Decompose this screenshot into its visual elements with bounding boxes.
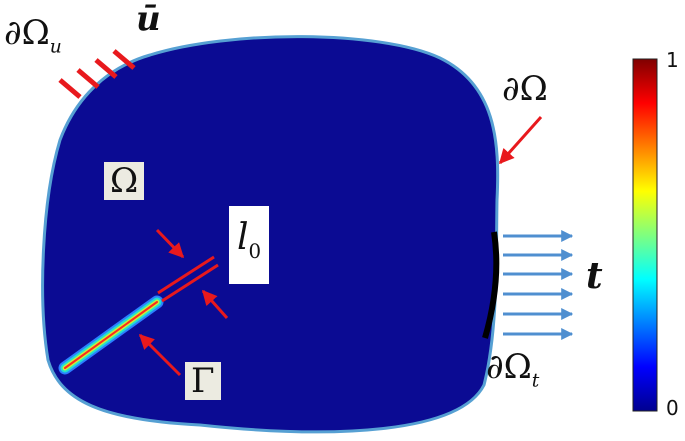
- dirichlet-boundary-label: ∂Ωu: [4, 13, 62, 58]
- domain-label: Ω: [104, 162, 145, 200]
- traction-label: t: [586, 255, 603, 297]
- arrow-to-omega: [155, 228, 185, 259]
- traction-boundary-label: ∂Ωt: [486, 347, 540, 392]
- arrow-to-crack: [138, 333, 182, 377]
- colorbar: [632, 58, 658, 412]
- colorbar-min-label: 0: [666, 396, 679, 420]
- colorbar-max-label: 1: [666, 48, 679, 72]
- length-scale-marker: [157, 255, 219, 303]
- boundary-label: ∂Ω: [502, 69, 548, 109]
- crack-label: Γ: [185, 362, 221, 400]
- length-scale-label: l0: [229, 206, 269, 284]
- traction-boundary-segment: [482, 231, 500, 339]
- traction-arrows: [503, 230, 574, 340]
- arrow-to-boundary: [498, 116, 543, 165]
- displacement-label: ū: [136, 0, 161, 39]
- domain-body: [41, 35, 500, 434]
- crack-phase-field: [58, 295, 164, 375]
- arrow-to-l0: [201, 289, 229, 319]
- dirichlet-hatches: [58, 49, 136, 99]
